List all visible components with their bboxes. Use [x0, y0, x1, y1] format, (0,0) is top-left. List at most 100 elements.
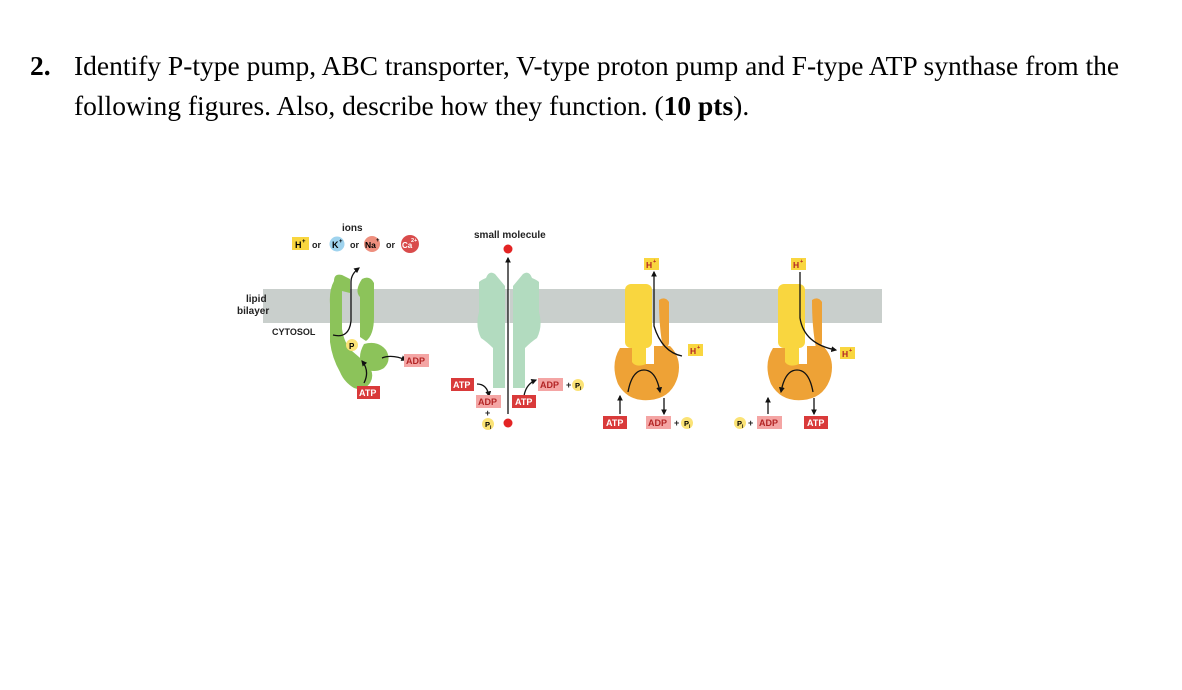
- v-pump-rotation-arrow: [627, 369, 663, 394]
- abc-adp-text: ADP: [478, 397, 497, 407]
- ca-ion-circle: [401, 235, 419, 253]
- f-synthase-h-top-charge: +: [800, 259, 803, 265]
- p-pump-atp-arrow: [361, 360, 368, 384]
- p-pump-adp-arrow: [381, 355, 408, 361]
- or-text-1: or: [312, 240, 321, 250]
- v-pump-orange-head: [614, 346, 679, 401]
- bilayer-label: bilayer: [237, 306, 269, 317]
- abc-atp-left-box: [451, 378, 474, 391]
- v-pump-h-right-charge: +: [697, 345, 700, 351]
- na-ion-circle: [364, 236, 380, 252]
- f-synthase-pi-sub: i: [742, 424, 744, 430]
- p-pump-atp-box: [357, 386, 380, 399]
- abc-pi-right-circle: [572, 379, 584, 391]
- p-pump-ion-arrow: [332, 267, 360, 337]
- question-text-main: Identify P-type pump, ABC transporter, V…: [74, 50, 1120, 121]
- v-pump-adp-box: [646, 416, 671, 429]
- v-pump-h-top-box: [644, 258, 659, 270]
- abc-atp-right-text: ATP: [515, 397, 532, 407]
- v-pump-proton-path: [651, 270, 683, 357]
- ion-legend: H + or K + or Na + or Ca 2+: [292, 235, 419, 253]
- abc-left-half: [477, 272, 505, 388]
- lipid-label: lipid: [246, 294, 267, 305]
- h-ion-charge: +: [302, 239, 306, 245]
- f-synthase-proton-path: [799, 272, 838, 353]
- abc-atp-left-arrow: [476, 383, 492, 398]
- abc-adp-right-text: ADP: [540, 380, 559, 390]
- ions-label: ions: [342, 223, 363, 234]
- na-ion-charge: +: [376, 238, 380, 244]
- f-synthase-atp-box: [804, 416, 828, 429]
- ca-ion-text: Ca: [402, 241, 413, 250]
- f-synthase-orange-head: [767, 346, 832, 401]
- v-pump-h-top-charge: +: [653, 259, 656, 265]
- phosphate-text: P: [349, 342, 355, 351]
- p-pump-right-domain: [357, 277, 374, 341]
- f-synthase-orange-stator: [812, 298, 822, 348]
- v-pump-h-right-text: H: [690, 346, 696, 356]
- f-synthase-plus: +: [748, 418, 753, 428]
- question-points: 10 pts: [663, 90, 734, 121]
- p-type-pump-figure: P ATP ADP: [329, 267, 429, 399]
- f-synthase-atp-text: ATP: [807, 418, 824, 428]
- abc-atp-right-arrow: [523, 379, 538, 397]
- f-type-synthase-figure: H + H + P i + ADP ATP: [734, 258, 855, 430]
- or-text-2: or: [350, 240, 359, 250]
- abc-right-half: [513, 272, 541, 388]
- question-text: Identify P-type pump, ABC transporter, V…: [74, 46, 1150, 126]
- f-synthase-yellow-rotor: [778, 284, 805, 348]
- v-pump-pi-circle: [681, 417, 693, 429]
- small-molecule-label: small molecule: [474, 230, 546, 241]
- f-synthase-h-right-text: H: [842, 349, 848, 359]
- h-ion-text: H: [295, 240, 302, 250]
- abc-transporter-figure: ATP ADP + P i ATP ADP + P i: [451, 244, 584, 431]
- f-synthase-pi-circle: [734, 417, 746, 429]
- f-synthase-h-top-box: [791, 258, 806, 270]
- p-pump-adp-box: [404, 354, 429, 367]
- question-text-end: ).: [733, 90, 750, 121]
- abc-pi-left-text: P: [485, 420, 490, 429]
- k-ion-text: K: [332, 240, 339, 250]
- v-pump-pi-text: P: [684, 419, 689, 428]
- f-synthase-adp-box: [757, 416, 782, 429]
- v-pump-atp-text: ATP: [606, 418, 623, 428]
- f-synthase-h-right-box: [840, 347, 855, 359]
- question-number: 2.: [30, 50, 51, 81]
- p-pump-atp-text: ATP: [359, 388, 376, 398]
- f-synthase-rotation-arrow: [778, 369, 814, 394]
- f-synthase-pi-text: P: [737, 419, 742, 428]
- v-pump-adp-text: ADP: [648, 418, 667, 428]
- abc-plus-right: +: [566, 380, 571, 390]
- abc-pi-left-sub: i: [490, 425, 492, 431]
- v-pump-orange-stator: [659, 298, 669, 348]
- cytosol-label: CYTOSOL: [272, 327, 316, 337]
- na-ion-text: Na: [365, 240, 376, 250]
- f-synthase-h-right-charge: +: [849, 348, 852, 354]
- or-text-3: or: [386, 240, 395, 250]
- v-pump-yellow-rotor: [625, 284, 652, 348]
- v-pump-pi-sub: i: [689, 424, 691, 430]
- abc-plus-left: +: [485, 408, 490, 418]
- abc-atp-right-box: [512, 395, 536, 408]
- abc-adp-box: [476, 395, 501, 408]
- abc-pi-right-sub: i: [580, 386, 582, 392]
- v-pump-atp-box: [603, 416, 627, 429]
- abc-pi-left-circle: [482, 418, 494, 430]
- phosphate-circle: [346, 339, 358, 351]
- v-pump-plus: +: [674, 418, 679, 428]
- k-ion-charge: +: [339, 239, 343, 245]
- small-molecule-out: [503, 244, 513, 254]
- abc-pi-right-text: P: [575, 381, 580, 390]
- h-ion-box: [292, 237, 309, 250]
- k-ion-circle: [329, 236, 345, 252]
- ca-ion-charge: 2+: [411, 238, 417, 244]
- abc-atp-left-text: ATP: [453, 380, 470, 390]
- f-synthase-adp-text: ADP: [759, 418, 778, 428]
- v-pump-h-right-box: [688, 344, 703, 356]
- f-synthase-h-top-text: H: [793, 260, 799, 270]
- v-type-pump-figure: H + H + ATP ADP + P i: [603, 258, 703, 430]
- abc-adp-right-box: [538, 378, 563, 391]
- v-pump-h-top-text: H: [646, 260, 652, 270]
- question-block: 2. Identify P-type pump, ABC transporter…: [30, 46, 1150, 126]
